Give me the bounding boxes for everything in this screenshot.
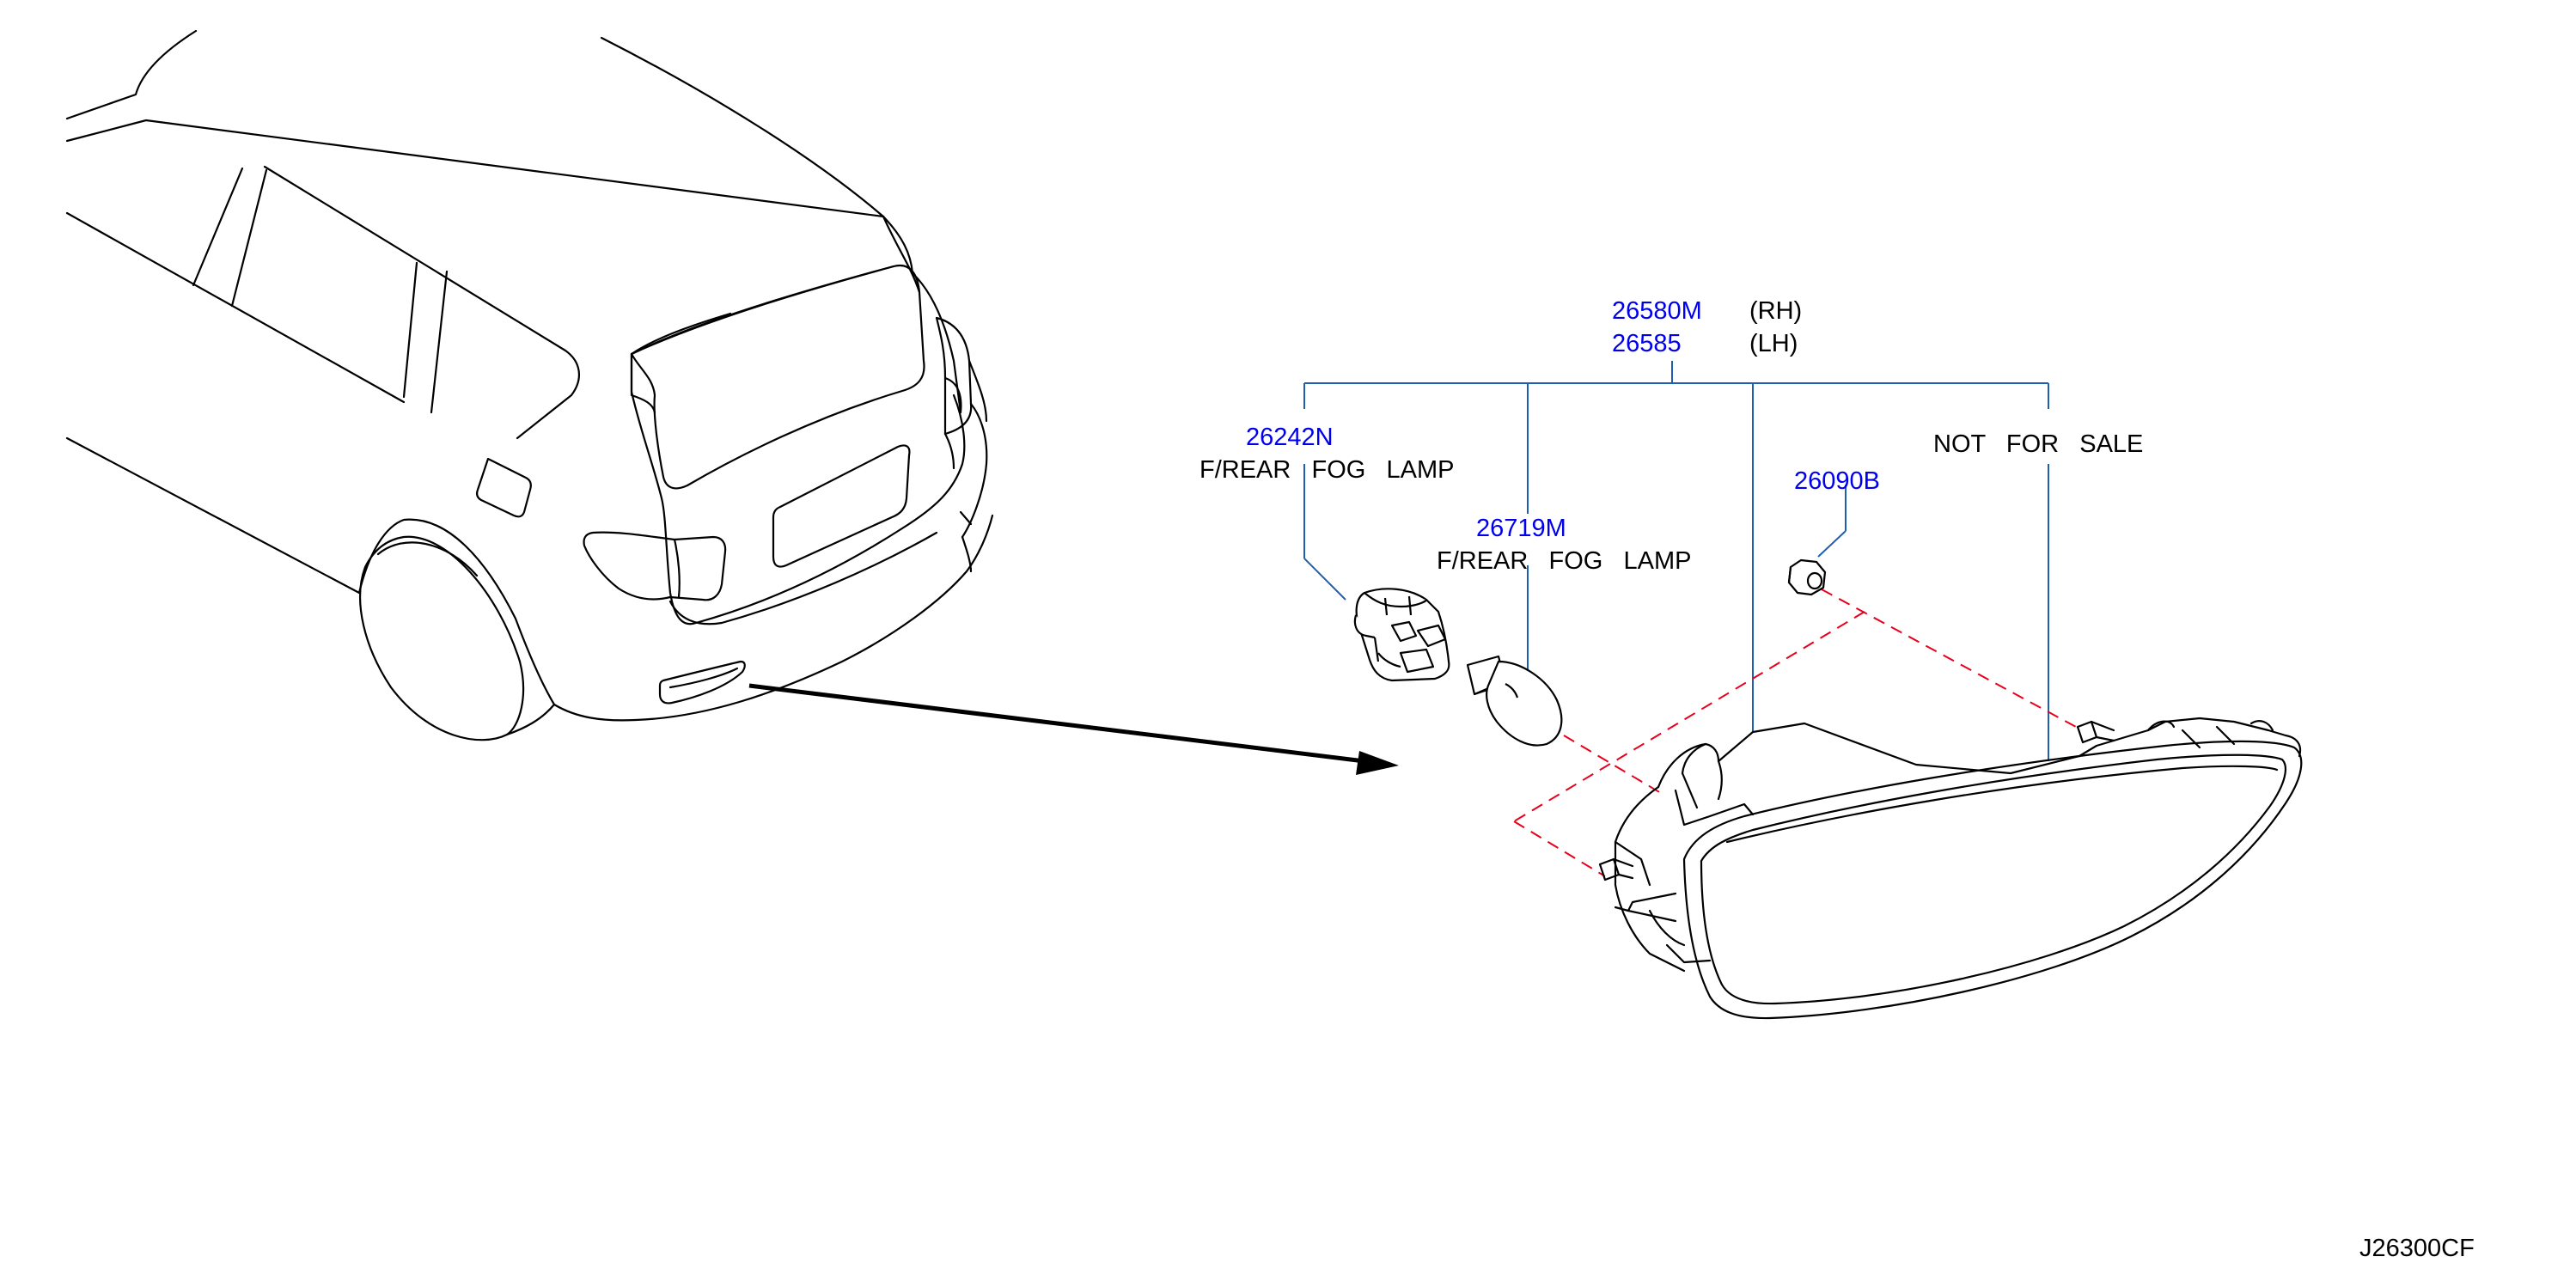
vehicle-illustration xyxy=(65,29,994,741)
fog-lamp-bulb xyxy=(1466,655,1563,747)
hex-nut xyxy=(1787,558,1827,596)
not-for-sale-label: NOT FOR SALE xyxy=(1933,430,2143,458)
part-number-26242N: 26242N xyxy=(1246,424,1334,451)
part-number-26090B: 26090B xyxy=(1794,467,1880,495)
assembly-guides xyxy=(1513,589,2077,877)
callout-arrow xyxy=(748,683,1399,775)
part-description-26719M: F/REAR FOG LAMP xyxy=(1437,547,1692,575)
part-description-26242N: F/REAR FOG LAMP xyxy=(1199,456,1455,484)
part-number-26719M: 26719M xyxy=(1476,515,1566,542)
part-labels: 26580M (RH) 26585 (LH) 26242N F/REAR FOG… xyxy=(1199,297,2475,1262)
fog-lamp-assembly xyxy=(1598,717,2303,1020)
part-number-26585: 26585 xyxy=(1612,330,1682,357)
side-rh-label: (RH) xyxy=(1749,297,1802,325)
leader-lines xyxy=(1303,361,2049,761)
side-lh-label: (LH) xyxy=(1749,330,1798,357)
bulb-socket xyxy=(1353,588,1450,682)
diagram-code: J26300CF xyxy=(2359,1235,2475,1262)
part-number-26580M: 26580M xyxy=(1612,297,1702,325)
